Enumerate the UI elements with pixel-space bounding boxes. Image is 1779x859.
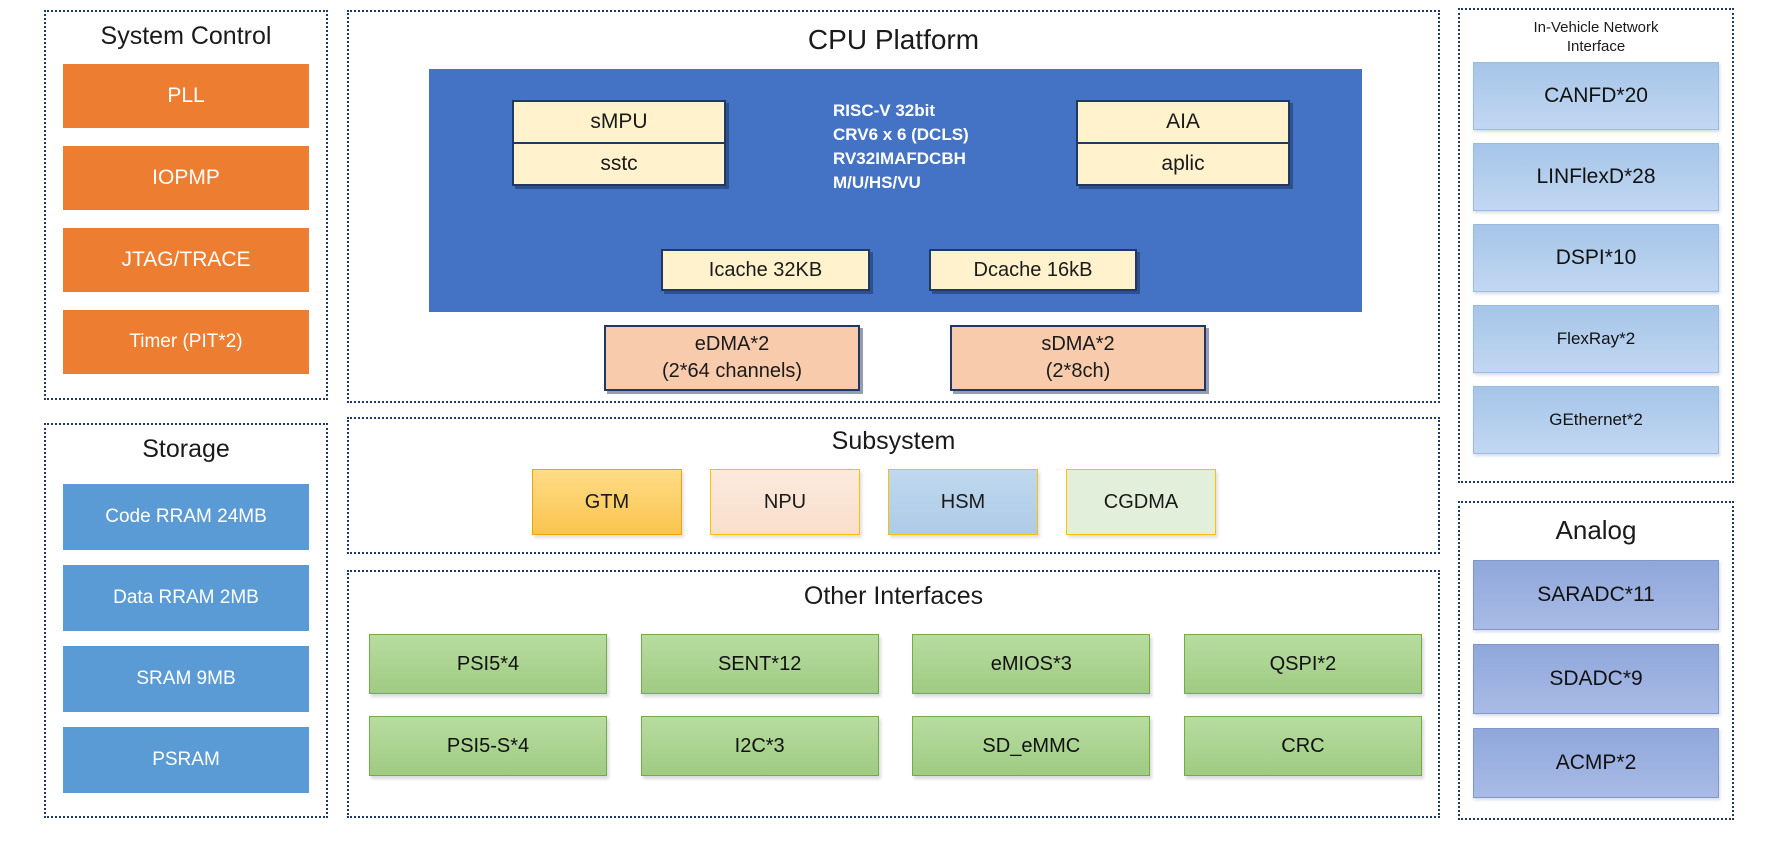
edma-label: eDMA*2	[694, 333, 770, 355]
cpu-platform-title: CPU Platform	[807, 24, 980, 55]
other-interfaces-row-1: PSI5*4 SENT*12 eMIOS*3 QSPI*2	[369, 634, 1422, 694]
smpu-cell: sMPU	[514, 102, 724, 142]
storage-block: Code RRAM 24MB	[63, 484, 309, 550]
interface-block: QSPI*2	[1183, 634, 1422, 694]
interface-block: PSI5-S*4	[369, 716, 607, 776]
aia-cell: AIA	[1078, 102, 1288, 142]
aia-stack: AIA aplic	[1076, 100, 1290, 186]
system-control-title: System Control	[100, 22, 272, 50]
subsystem-blocks: GTM NPU HSM CGDMA	[532, 469, 1216, 535]
other-interfaces-row-2: PSI5-S*4 I2C*3 SD_eMMC CRC	[369, 716, 1422, 776]
network-block: LINFlexD*28	[1473, 143, 1719, 211]
aplic-cell: aplic	[1078, 142, 1288, 184]
interface-block: I2C*3	[640, 716, 879, 776]
interface-block: SD_eMMC	[912, 716, 1151, 776]
ivn-title-line-2: Interface	[1566, 38, 1626, 55]
sdma-channels: (2*8ch)	[1045, 360, 1111, 382]
dcache-block: Dcache 16kB	[929, 249, 1137, 291]
system-control-blocks: PLL IOPMP JTAG/TRACE Timer (PIT*2)	[46, 64, 326, 374]
subsystem-block: NPU	[710, 469, 860, 535]
other-interfaces-title: Other Interfaces	[803, 582, 984, 610]
panel-other-interfaces: Other Interfaces PSI5*4 SENT*12 eMIOS*3 QSP…	[347, 570, 1440, 818]
interface-block: CRC	[1183, 716, 1422, 776]
edma-block: eDMA*2 (2*64 channels)	[604, 325, 860, 391]
mpu-stack: sMPU sstc	[512, 100, 726, 186]
system-control-block: PLL	[63, 64, 309, 128]
icache-block: Icache 32KB	[661, 249, 870, 291]
system-control-block: IOPMP	[63, 146, 309, 210]
ivn-title: In-Vehicle Network Interface	[1460, 18, 1732, 56]
sdma-block: sDMA*2 (2*8ch)	[950, 325, 1206, 391]
storage-block: SRAM 9MB	[63, 646, 309, 712]
ivn-title-line-1: In-Vehicle Network	[1533, 19, 1659, 36]
storage-block: Data RRAM 2MB	[63, 565, 309, 631]
panel-subsystem: Subsystem GTM NPU HSM CGDMA	[347, 417, 1440, 554]
analog-block: SARADC*11	[1473, 560, 1719, 630]
analog-block: SDADC*9	[1473, 644, 1719, 714]
storage-title: Storage	[142, 435, 230, 463]
panel-system-control: System Control PLL IOPMP JTAG/TRACE Timer (…	[44, 10, 328, 400]
network-block: FlexRay*2	[1473, 305, 1719, 373]
edma-channels: (2*64 channels)	[661, 360, 803, 382]
subsystem-block: CGDMA	[1066, 469, 1216, 535]
analog-title: Analog	[1555, 515, 1637, 545]
analog-block: ACMP*2	[1473, 728, 1719, 798]
interface-block: PSI5*4	[369, 634, 607, 694]
sstc-cell: sstc	[514, 142, 724, 184]
sdma-label: sDMA*2	[1041, 333, 1115, 355]
storage-blocks: Code RRAM 24MB Data RRAM 2MB SRAM 9MB PSRAM	[46, 484, 326, 793]
network-block: CANFD*20	[1473, 62, 1719, 130]
core-info-line: RISC-V 32bit	[833, 101, 936, 120]
interface-block: eMIOS*3	[912, 634, 1151, 694]
system-control-block: JTAG/TRACE	[63, 228, 309, 292]
core-info-line: CRV6 x 6 (DCLS)	[833, 125, 969, 144]
network-block: GEthernet*2	[1473, 386, 1719, 454]
subsystem-block: GTM	[532, 469, 682, 535]
panel-storage: Storage Code RRAM 24MB Data RRAM 2MB SRAM …	[44, 423, 328, 818]
storage-block: PSRAM	[63, 727, 309, 793]
system-control-block: Timer (PIT*2)	[63, 310, 309, 374]
core-info-line: RV32IMAFDCBH	[833, 149, 966, 168]
subsystem-block: HSM	[888, 469, 1038, 535]
interface-block: SENT*12	[640, 634, 879, 694]
network-block: DSPI*10	[1473, 224, 1719, 292]
core-info-line: M/U/HS/VU	[833, 173, 921, 192]
subsystem-title: Subsystem	[831, 427, 956, 455]
